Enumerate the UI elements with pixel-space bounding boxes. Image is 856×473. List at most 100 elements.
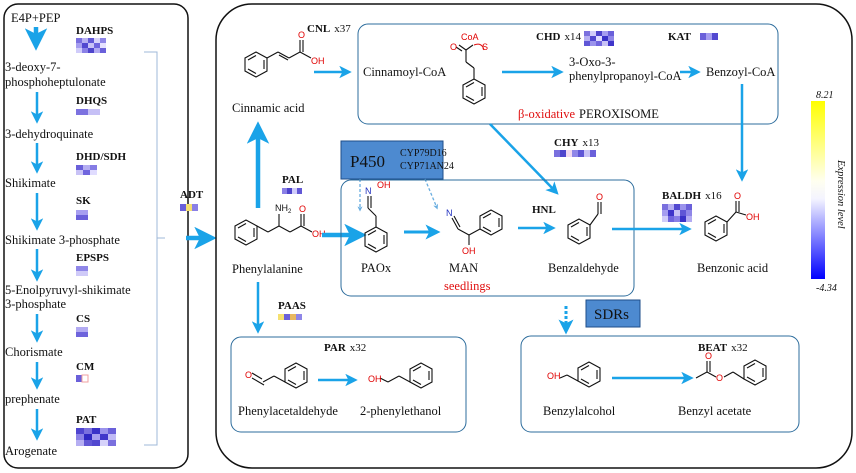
enzyme-cm: CM [76, 361, 95, 373]
compound-phenylethanol: 2-phenylethanol [360, 404, 442, 418]
compound-man: MAN [449, 261, 478, 275]
benzylalcohol-structure [559, 361, 601, 388]
beta-oxidative: β-oxidative [518, 107, 575, 121]
atom-s: S [482, 42, 488, 52]
heatmap-pat [76, 428, 116, 446]
heatmap-paas [278, 314, 302, 320]
atom-o-bzh: O [596, 192, 603, 202]
peroxisome-word: PEROXISOME [579, 107, 659, 121]
phenylethanol-structure [379, 362, 433, 389]
enzyme-paas: PAAS [278, 300, 306, 312]
p450-dash-2 [424, 178, 439, 210]
heatmap-adt [180, 204, 198, 211]
intermediate-5b: 3-phosphate [5, 297, 67, 311]
p450-label: P450 [350, 152, 385, 171]
paox-structure [364, 196, 388, 253]
intermediate-1a: 3-deoxy-7- [5, 60, 61, 74]
atom-o-paa: O [245, 370, 252, 380]
atom-o: O [298, 30, 305, 40]
cnl-count: x37 [334, 23, 351, 35]
sdrs-label: SDRs [594, 307, 629, 323]
phenylalanine-structure [234, 214, 313, 246]
atom-oh-bza: OH [746, 212, 760, 222]
chd-name: CHD [536, 31, 561, 43]
enzyme-pat: PAT [76, 414, 97, 426]
cyp1-label: CYP79D16 [400, 148, 447, 159]
chy-count: x13 [582, 137, 599, 149]
baldh-count: x16 [705, 190, 722, 202]
compound-phenylacetaldehyde: Phenylacetaldehyde [238, 404, 338, 418]
sdrs-box [585, 299, 641, 328]
compound-oxo-line2: phenylpropanoyl-CoA [569, 69, 681, 83]
atom-o-bac1: O [705, 351, 712, 361]
bracket [144, 51, 165, 446]
atom-oh-man: OH [462, 246, 476, 256]
atom-n-paox: N [365, 186, 372, 196]
par-count: x32 [350, 342, 367, 354]
intermediate-2: 3-dehydroquinate [5, 127, 94, 141]
seedlings-box [340, 179, 635, 297]
benzyl-acetate-structure [695, 359, 767, 386]
heatmap-chd [584, 31, 614, 46]
atom-o-coa: O [450, 42, 457, 52]
beat-box [520, 335, 800, 433]
compound-benzyl-acetate: Benzyl acetate [678, 404, 752, 418]
atom-oh-ba: OH [547, 371, 561, 381]
phenylpropanoid-panel [215, 3, 853, 469]
enzyme-pal: PAL [282, 174, 303, 186]
enzyme-dahps: DAHPS [76, 25, 113, 37]
atom-coa: CoA [461, 32, 479, 42]
compound-benzoyl-coa: Benzoyl-CoA [706, 65, 775, 79]
enzyme-hnl: HNL [532, 204, 556, 216]
baldh-name: BALDH [662, 190, 702, 202]
atom-oh-paox: OH [377, 180, 391, 190]
compound-paox: PAOx [361, 261, 392, 275]
heatmap-cs [76, 327, 88, 337]
phenylacetaldehyde-structure [251, 362, 308, 389]
beat-count: x32 [731, 342, 748, 354]
compound-cinnamoyl-coa: Cinnamoyl-CoA [363, 65, 446, 79]
p450-box [340, 140, 444, 180]
legend-title: Expression level [835, 159, 846, 229]
heatmap-chy [554, 150, 596, 157]
compound-benzylalcohol: Benzylalcohol [543, 404, 616, 418]
heatmap-cm [76, 374, 89, 383]
heatmap-kat [700, 33, 718, 40]
enzyme-sk: SK [76, 195, 91, 207]
cinnamic-acid-structure [244, 40, 312, 78]
beat-name: BEAT [698, 342, 728, 354]
atom-n-man: N [446, 208, 453, 218]
benzaldehyde-structure [567, 202, 602, 245]
compound-benzaldehyde: Benzaldehyde [548, 261, 619, 275]
intermediate-3: Shikimate [5, 176, 56, 190]
cinnamoyl-coa-structure [455, 44, 486, 105]
heatmap-pal [282, 188, 302, 194]
intermediate-8: Arogenate [5, 444, 58, 458]
start-substrate: E4P+PEP [11, 11, 60, 25]
enzyme-epsps: EPSPS [76, 252, 109, 264]
intermediate-7: prephenate [5, 392, 60, 406]
enzyme-dhqs: DHQS [76, 95, 107, 107]
heatmap-sk [76, 210, 88, 220]
atom-o-bza: O [734, 191, 741, 201]
compound-benzoic-acid: Benzonic acid [697, 261, 769, 275]
chd-count: x14 [564, 31, 581, 43]
seedlings-label: seedlings [444, 279, 491, 293]
heatmap-epsps [76, 266, 88, 276]
nh-text: NH [275, 203, 288, 213]
legend-max: 8.21 [816, 90, 834, 101]
nh-sub: 2 [288, 209, 292, 215]
legend-min: -4.34 [816, 283, 837, 294]
atom-o-bac2: O [716, 373, 723, 383]
man-structure [451, 209, 503, 245]
coa-curve [473, 43, 485, 51]
atom-nh2: NH2 [275, 203, 292, 215]
par-box [230, 336, 467, 433]
enzyme-adt: ADT [180, 189, 204, 201]
